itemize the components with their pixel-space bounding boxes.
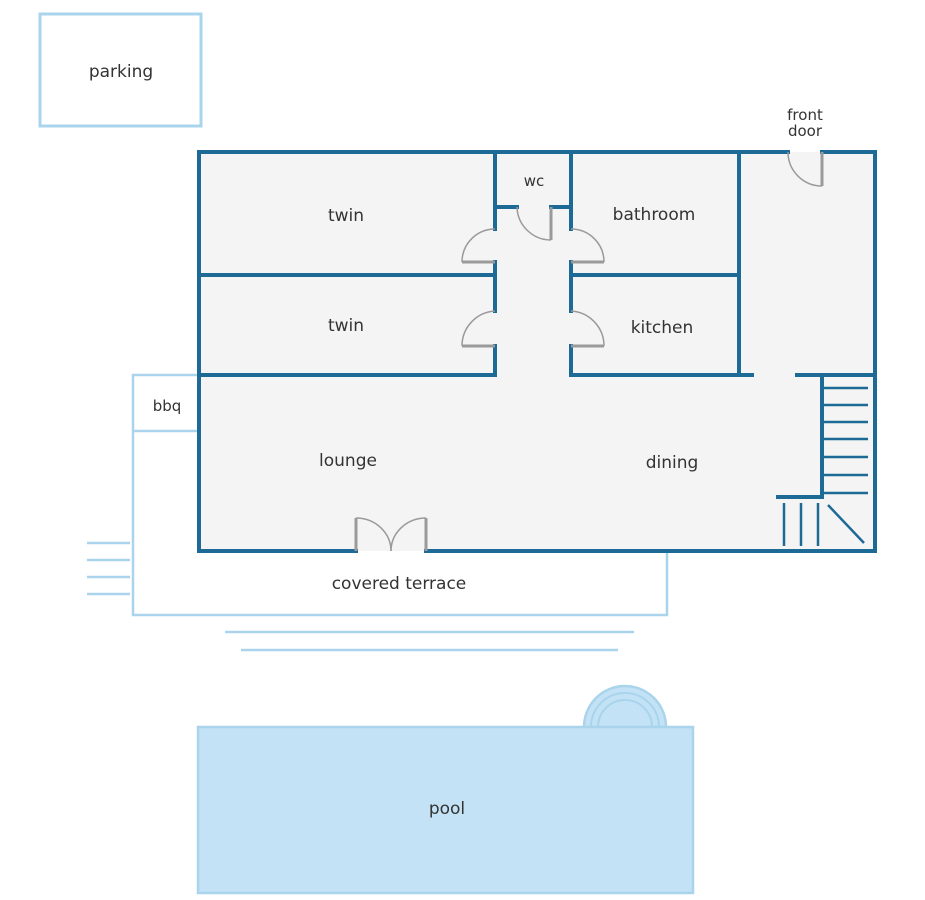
door-wc bbox=[516, 206, 553, 241]
front-door-label-line2: door bbox=[788, 122, 823, 140]
house-floor bbox=[199, 152, 875, 551]
lounge-label: lounge bbox=[319, 451, 377, 471]
pool-basin bbox=[196, 725, 695, 895]
wc-label: wc bbox=[524, 172, 545, 190]
front-door bbox=[787, 151, 824, 187]
staircase bbox=[782, 386, 868, 546]
dining-label: dining bbox=[646, 453, 699, 473]
pool-label: pool bbox=[429, 799, 465, 819]
pool bbox=[196, 684, 695, 895]
interior-walls bbox=[197, 150, 877, 499]
door-twin-top bbox=[461, 228, 496, 264]
covered-terrace-outline bbox=[131, 373, 669, 617]
pool-steps bbox=[225, 630, 634, 652]
covered-terrace-label: covered terrace bbox=[332, 574, 467, 594]
parking-area bbox=[38, 12, 203, 128]
bathroom-label: bathroom bbox=[613, 205, 696, 225]
terrace-double-door bbox=[354, 517, 428, 552]
door-bathroom bbox=[570, 228, 605, 264]
parking-label: parking bbox=[89, 62, 153, 82]
door-kitchen bbox=[570, 310, 605, 348]
twin-bottom-label: twin bbox=[328, 316, 364, 336]
door-twin-bottom bbox=[461, 310, 496, 348]
kitchen-label: kitchen bbox=[631, 318, 694, 338]
terrace-steps-left bbox=[87, 541, 130, 596]
pool-step-arcs bbox=[582, 684, 668, 728]
twin-top-label: twin bbox=[328, 206, 364, 226]
bbq-label: bbq bbox=[153, 397, 182, 415]
front-door-label-line1: front bbox=[787, 106, 823, 124]
